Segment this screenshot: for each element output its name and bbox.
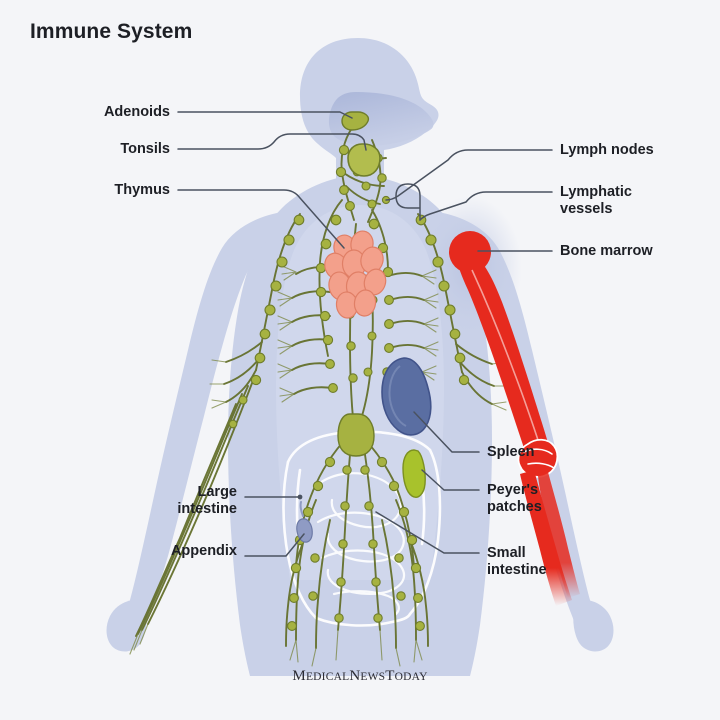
leader-tonsils [177, 133, 367, 151]
brand-n: N [349, 668, 361, 684]
label-tonsils: Tonsils [120, 141, 170, 157]
leader-small-intestine [375, 511, 480, 554]
label-peyers-patches: Peyer's patches [487, 482, 542, 515]
forearm-bone-2 [538, 472, 580, 598]
brand-t: T [385, 668, 395, 684]
leader-lymph-nodes [385, 149, 553, 201]
cisterna-chyli-node [337, 413, 375, 457]
spleen-organ [381, 357, 432, 436]
brand-logo: MEDICALNEWSTODAY [0, 668, 720, 685]
bone-marrow-humerus [449, 231, 580, 606]
leader-vessel-hook [395, 183, 421, 221]
label-adenoids: Adenoids [103, 104, 170, 120]
page-title: Immune System [30, 20, 193, 43]
leader-spleen [413, 411, 480, 453]
brand-m: M [292, 668, 306, 684]
label-lymph-nodes: Lymph nodes [560, 142, 654, 158]
label-thymus: Thymus [114, 182, 170, 198]
elbow-detail [523, 448, 555, 469]
appendix-tail [299, 501, 304, 517]
forearm-bones [520, 470, 572, 606]
brand-edical: EDICAL [305, 671, 350, 683]
lymph-capillary-tufts [129, 265, 509, 667]
label-bone-marrow: Bone marrow [560, 243, 653, 259]
leader-appendix [244, 533, 305, 557]
label-small-intestine: Small intestine [487, 545, 547, 578]
brand-ews: EWS [360, 671, 386, 683]
leader-peyers [421, 469, 480, 491]
brand-oday: ODAY [394, 671, 428, 683]
peyers-patch-blob [402, 449, 426, 498]
label-large-intestine: Large intestine [177, 484, 237, 517]
leader-lines [177, 111, 553, 557]
label-lymphatic-vessels: Lymphatic vessels [560, 184, 632, 217]
body-silhouette [106, 38, 614, 676]
lymph-node-chain [228, 144, 470, 631]
brain-shade [328, 92, 434, 146]
leader-thymus [177, 189, 345, 249]
thymus-cluster [324, 230, 387, 319]
leader-adenoids [177, 111, 353, 119]
label-appendix: Appendix [170, 543, 237, 559]
label-spleen: Spleen [487, 444, 535, 460]
spleen-highlight [388, 365, 407, 427]
right-hand [573, 599, 614, 652]
left-arm [119, 212, 282, 646]
humerus-highlight [471, 269, 539, 441]
leader-lymphatic-vessels [419, 191, 553, 221]
tonsil-gland [347, 143, 381, 177]
appendix-blob [296, 518, 313, 543]
